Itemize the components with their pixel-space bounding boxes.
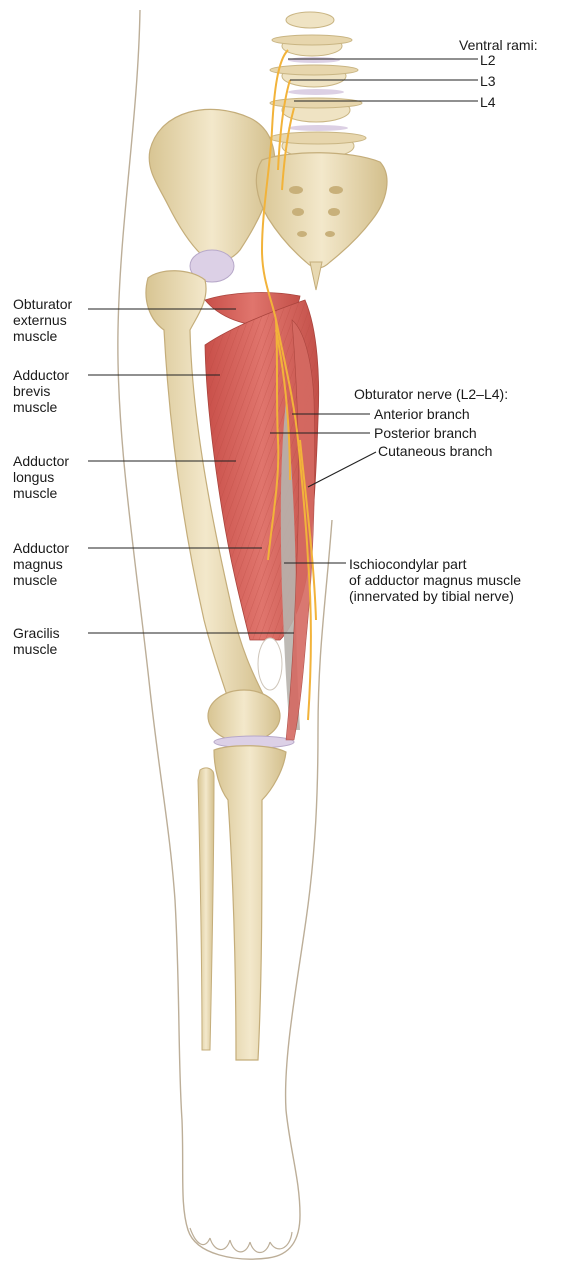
- label-cutaneous-branch: Cutaneous branch: [378, 443, 492, 459]
- knee-femoral-condyle: [208, 690, 280, 742]
- label-gracilis: Gracilis muscle: [13, 625, 60, 657]
- label-posterior-branch: Posterior branch: [374, 425, 477, 441]
- sacrum: [256, 153, 387, 268]
- lumbar-vertebrae: [270, 12, 366, 158]
- label-obturator-externus: Obturator externus muscle: [13, 296, 72, 344]
- tibia: [214, 746, 286, 1060]
- coccyx: [310, 262, 322, 290]
- label-l3: L3: [480, 73, 496, 89]
- ventral-rami-header: Ventral rami:: [459, 37, 538, 53]
- label-ischiocondylar: Ischiocondylar part of adductor magnus m…: [349, 556, 521, 604]
- label-adductor-magnus: Adductor magnus muscle: [13, 540, 69, 588]
- obturator-nerve-header: Obturator nerve (L2–L4):: [354, 386, 508, 402]
- adductor-hiatus: [258, 638, 282, 690]
- label-adductor-brevis: Adductor brevis muscle: [13, 367, 69, 415]
- label-adductor-longus: Adductor longus muscle: [13, 453, 69, 501]
- label-l4: L4: [480, 94, 496, 110]
- label-anterior-branch: Anterior branch: [374, 406, 470, 422]
- label-l2: L2: [480, 52, 496, 68]
- fibula: [198, 768, 214, 1050]
